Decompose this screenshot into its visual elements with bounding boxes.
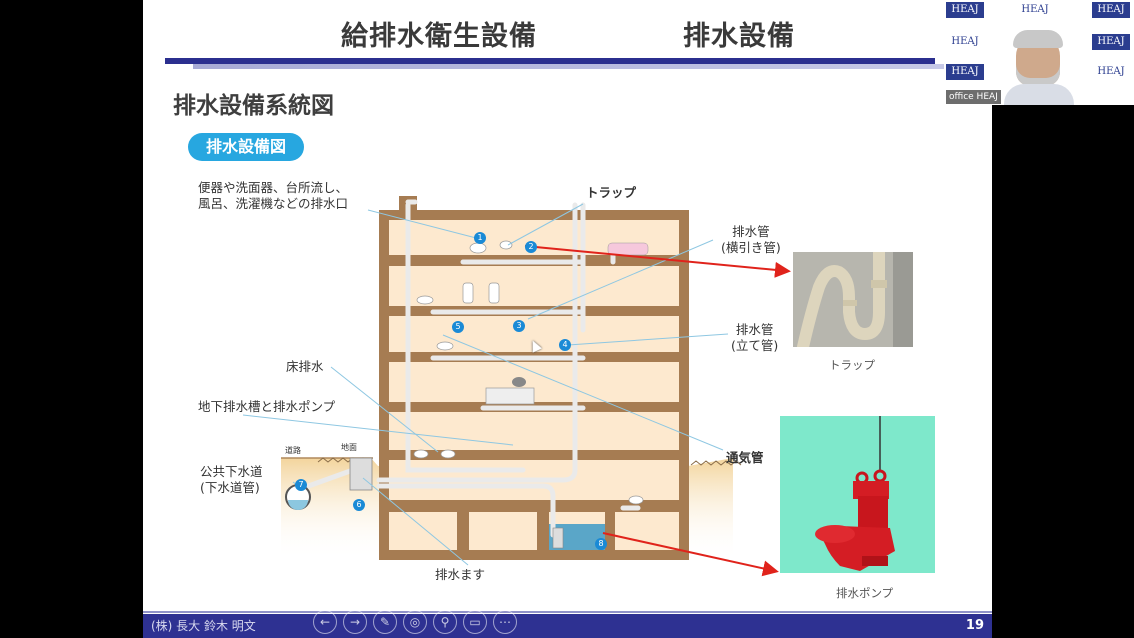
footer-author: (株) 長大 鈴木 明文: [151, 619, 256, 633]
label-drain-outlets-line2: 風呂、洗濯機などの排水口: [198, 196, 349, 211]
next-slide-button[interactable]: →: [343, 610, 367, 634]
subtitles-button[interactable]: ▭: [463, 610, 487, 634]
participant-name: office HEAJ: [946, 90, 1001, 104]
backdrop-logo: HEAJ: [1092, 34, 1130, 50]
backdrop-logo: HEAJ: [946, 64, 984, 80]
label-vertical-drain-line1: 排水管: [735, 322, 774, 337]
label-trap: トラップ: [586, 185, 637, 200]
pump-photo: [780, 416, 935, 573]
arrow-to-trap-photo: [524, 245, 791, 278]
drain-pipes: [300, 199, 641, 538]
diagram-badge: 排水設備図: [188, 133, 304, 161]
trap-photo: [793, 252, 913, 347]
laser-pointer-button[interactable]: ◎: [403, 610, 427, 634]
subtitles-icon: ▭: [469, 615, 481, 629]
section-title: 排水設備系統図: [173, 93, 334, 119]
arrow-to-pump-photo: [602, 532, 779, 577]
marker-8: 8: [595, 538, 607, 550]
label-drain-outlets: 便器や洗面器、台所流し、 風呂、洗濯機などの排水口: [198, 180, 348, 212]
marker-3: 3: [513, 320, 525, 332]
arrow-left-icon: ←: [319, 615, 331, 629]
label-horizontal-drain-line1: 排水管: [732, 224, 770, 239]
label-public-sewer: 公共下水道 (下水道管): [200, 464, 263, 496]
pen-icon: ✎: [379, 615, 391, 629]
zoom-button[interactable]: ⚲: [433, 610, 457, 634]
backdrop-logo: HEAJ: [946, 2, 984, 18]
ellipsis-icon: ⋯: [499, 615, 511, 629]
fixtures: [285, 240, 649, 549]
label-ground: 地面: [341, 443, 357, 452]
label-vertical-drain: 排水管 (立て管): [731, 322, 778, 354]
marker-7: 7: [295, 479, 307, 491]
label-horizontal-drain: 排水管 (横引き管): [721, 224, 781, 256]
submersible-pump-image: [815, 416, 895, 571]
label-horizontal-drain-line2: (横引き管): [721, 240, 781, 255]
backdrop-logo: HEAJ: [1097, 66, 1125, 77]
slide-title-sub: 排水設備: [683, 21, 795, 52]
label-basement-tank: 地下排水槽と排水ポンプ: [198, 399, 336, 414]
label-public-sewer-line1: 公共下水道: [200, 464, 263, 479]
label-floor-drain: 床排水: [286, 359, 324, 374]
label-public-sewer-line2: (下水道管): [200, 480, 260, 495]
participant-shirt: [1004, 84, 1074, 105]
marker-4: 4: [559, 339, 571, 351]
photo-arrows: [524, 245, 791, 577]
slide-footer: [143, 614, 992, 638]
marker-1: 1: [474, 232, 486, 244]
label-drain-basin: 排水ます: [435, 567, 486, 582]
trap-photo-caption: トラップ: [829, 358, 875, 372]
backdrop-logo: HEAJ: [951, 36, 979, 47]
title-rule: [165, 58, 935, 64]
pen-tool-button[interactable]: ✎: [373, 610, 397, 634]
pointer-icon: ◎: [409, 615, 421, 629]
slide-title-main: 給排水衛生設備: [341, 21, 537, 52]
label-drain-outlets-line1: 便器や洗面器、台所流し、: [198, 180, 349, 195]
video-call-tile[interactable]: HEAJ HEAJ HEAJ HEAJ HEAJ HEAJ HEAJ offic…: [944, 0, 1134, 105]
leader-lines: [242, 203, 729, 566]
marker-5: 5: [452, 321, 464, 333]
trap-pipe-image: [797, 252, 913, 347]
drainage-system-diagram: [242, 196, 791, 577]
footer-rule: [143, 611, 992, 613]
magnifier-icon: ⚲: [440, 615, 450, 629]
marker-6: 6: [353, 499, 365, 511]
pump-photo-caption: 排水ポンプ: [836, 586, 894, 600]
slide-title: 給排水衛生設備 排水設備: [143, 14, 992, 54]
participant-person: [1013, 30, 1063, 86]
arrow-right-icon: →: [349, 615, 361, 629]
presentation-slide: 給排水衛生設備 排水設備 排水設備系統図 排水設備図: [143, 0, 992, 638]
title-rule-shadow: [193, 64, 992, 69]
more-options-button[interactable]: ⋯: [493, 610, 517, 634]
backdrop-logo: HEAJ: [1092, 2, 1130, 18]
label-road: 道路: [285, 446, 301, 455]
backdrop-logo: HEAJ: [1021, 4, 1049, 15]
label-vent-pipe: 通気管: [726, 450, 764, 465]
label-vertical-drain-line2: (立て管): [731, 338, 779, 353]
marker-2: 2: [525, 241, 537, 253]
page-number: 19: [965, 618, 984, 633]
previous-slide-button[interactable]: ←: [313, 610, 337, 634]
drain-basin: [349, 457, 373, 491]
